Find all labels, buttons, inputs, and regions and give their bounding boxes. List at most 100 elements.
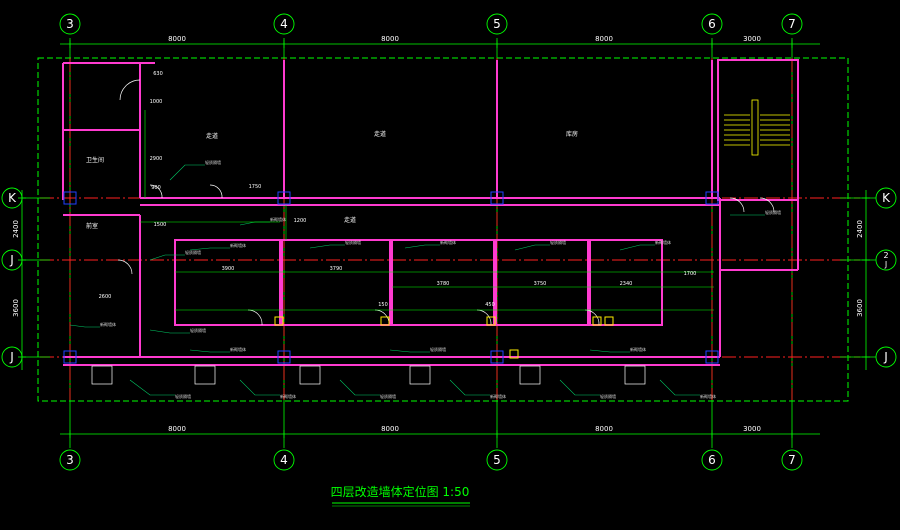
window-frames <box>91 365 646 385</box>
tag-partition-11: 轻质隔墙 <box>430 346 446 352</box>
tag-partition-4: 新砌墙体 <box>230 242 246 248</box>
grid-bubble-K-left: K <box>1 187 23 209</box>
grid-label-5-top: 5 <box>493 17 501 31</box>
grid-bubble-5-bottom: 5 <box>486 449 508 471</box>
grid-bubble-6-bottom: 6 <box>701 449 723 471</box>
grid-label-K-right: K <box>882 191 891 205</box>
dim-interior-1: 3900 <box>222 266 235 272</box>
grid-label-5-bottom: 5 <box>493 453 501 467</box>
grid-bubble-3-top: 3 <box>59 13 81 35</box>
grid-bubble-5-top: 5 <box>486 13 508 35</box>
tag-partition-20: 新砌墙体 <box>100 321 116 327</box>
vertical-grid-lines <box>69 38 793 448</box>
structural-columns <box>63 191 719 364</box>
dim-top-4: 3000 <box>743 35 761 43</box>
room-label-3: 库房 <box>566 130 578 138</box>
dim-left-1: 2400 <box>12 220 20 238</box>
yellow-fixtures <box>274 316 614 359</box>
dim-interior-8: 1200 <box>294 218 307 224</box>
grid-bubble-4-top: 4 <box>273 13 295 35</box>
dim-interior-7: 2600 <box>99 294 112 300</box>
side-dimension-lines <box>18 190 870 370</box>
tag-partition-15: 轻质隔墙 <box>380 393 396 399</box>
tag-partition-18: 新砌墙体 <box>700 393 716 399</box>
grid-label-4-bottom: 4 <box>280 453 288 467</box>
dim-interior-3: 3780 <box>437 281 450 287</box>
dim-bottom-4: 3000 <box>743 425 761 433</box>
red-axis-lines <box>40 58 860 400</box>
dim-interior-12: 1000 <box>150 99 163 105</box>
tag-partition-6: 新砌墙体 <box>440 239 456 245</box>
dim-bottom-1: 8000 <box>168 425 186 433</box>
dim-interior-11: 2900 <box>150 156 163 162</box>
dim-interior-10: 1500 <box>154 222 167 228</box>
grid-label-J-right: J <box>883 350 888 364</box>
grid-label-7-bottom: 7 <box>788 453 796 467</box>
room-label-4: 走道 <box>344 216 356 224</box>
grid-bubble-J-left: J <box>1 346 23 368</box>
tag-partition-10: 新砌墙体 <box>230 346 246 352</box>
tag-partition-8: 新砌墙体 <box>655 239 671 245</box>
dim-right-2: 3600 <box>856 299 864 317</box>
dim-interior-5: 2340 <box>620 281 633 287</box>
grid-bubble-4-bottom: 4 <box>273 449 295 471</box>
stair-treads <box>724 99 790 156</box>
grid-label-7-top: 7 <box>788 17 796 31</box>
door-swings <box>117 79 775 326</box>
dim-bottom-2: 8000 <box>381 425 399 433</box>
grid-label-3-top: 3 <box>66 17 74 31</box>
tag-partition-3: 轻质隔墙 <box>185 249 201 255</box>
grid-label-J-mid-left: J <box>9 253 14 267</box>
horizontal-grid-lines <box>22 197 876 358</box>
grid-label-3-bottom: 3 <box>66 453 74 467</box>
dim-interior-15: 900 <box>151 185 161 191</box>
grid-label-6-bottom: 6 <box>708 453 716 467</box>
dim-top-3: 8000 <box>595 35 613 43</box>
tag-partition-1: 轻质隔墙 <box>205 159 221 165</box>
tag-partition-13: 轻质隔墙 <box>175 393 191 399</box>
grid-label-2-right: 2 <box>883 251 888 260</box>
grid-bubble-2J-right: 2 J <box>875 249 897 271</box>
dim-interior-9: 1750 <box>249 184 262 190</box>
grid-label-4-top: 4 <box>280 17 288 31</box>
grid-label-J-left: J <box>9 350 14 364</box>
drawing-boundary <box>37 57 849 402</box>
room-label-1: 走道 <box>206 132 218 140</box>
grid-bubble-6-top: 6 <box>701 13 723 35</box>
tag-partition-17: 轻质隔墙 <box>600 393 616 399</box>
grid-label-K-left: K <box>8 191 17 205</box>
room-label-restroom: 卫生间 <box>86 156 104 164</box>
tag-partition-7: 轻质隔墙 <box>550 239 566 245</box>
grid-bubble-J-mid-left: J <box>1 249 23 271</box>
dim-interior-13: 150 <box>378 302 388 308</box>
grid-bubble-3-bottom: 3 <box>59 449 81 471</box>
tag-partition-19: 轻质隔墙 <box>765 209 781 215</box>
room-label-5: 前室 <box>86 222 98 230</box>
grid-bubble-J-right: J <box>875 346 897 368</box>
grid-bubble-K-right: K <box>875 187 897 209</box>
walls <box>62 59 799 366</box>
drawing-title: 四层改造墙体定位图 1:50 <box>331 484 470 499</box>
dim-left-2: 3600 <box>12 299 20 317</box>
room-label-2: 走道 <box>374 130 386 138</box>
dim-top-1: 8000 <box>168 35 186 43</box>
dim-interior-6: 1700 <box>684 271 697 277</box>
tag-partition-2: 新砌墙体 <box>270 216 286 222</box>
tag-partition-12: 新砌墙体 <box>630 346 646 352</box>
tag-partition-9: 轻质隔墙 <box>190 327 206 333</box>
dim-interior-2: 3790 <box>330 266 343 272</box>
grid-bubble-7-top: 7 <box>781 13 803 35</box>
interior-dimension-lines <box>140 110 714 311</box>
grid-label-J-mid-right: J <box>884 260 887 269</box>
grid-bubble-7-bottom: 7 <box>781 449 803 471</box>
tag-partition-14: 新砌墙体 <box>280 393 296 399</box>
dim-interior-14: 450 <box>485 302 495 308</box>
dim-bottom-3: 8000 <box>595 425 613 433</box>
tag-partition-5: 轻质隔墙 <box>345 239 361 245</box>
grid-label-6-top: 6 <box>708 17 716 31</box>
tag-partition-16: 新砌墙体 <box>490 393 506 399</box>
dim-interior-16: 630 <box>153 71 163 77</box>
dim-top-2: 8000 <box>381 35 399 43</box>
dim-right-1: 2400 <box>856 220 864 238</box>
